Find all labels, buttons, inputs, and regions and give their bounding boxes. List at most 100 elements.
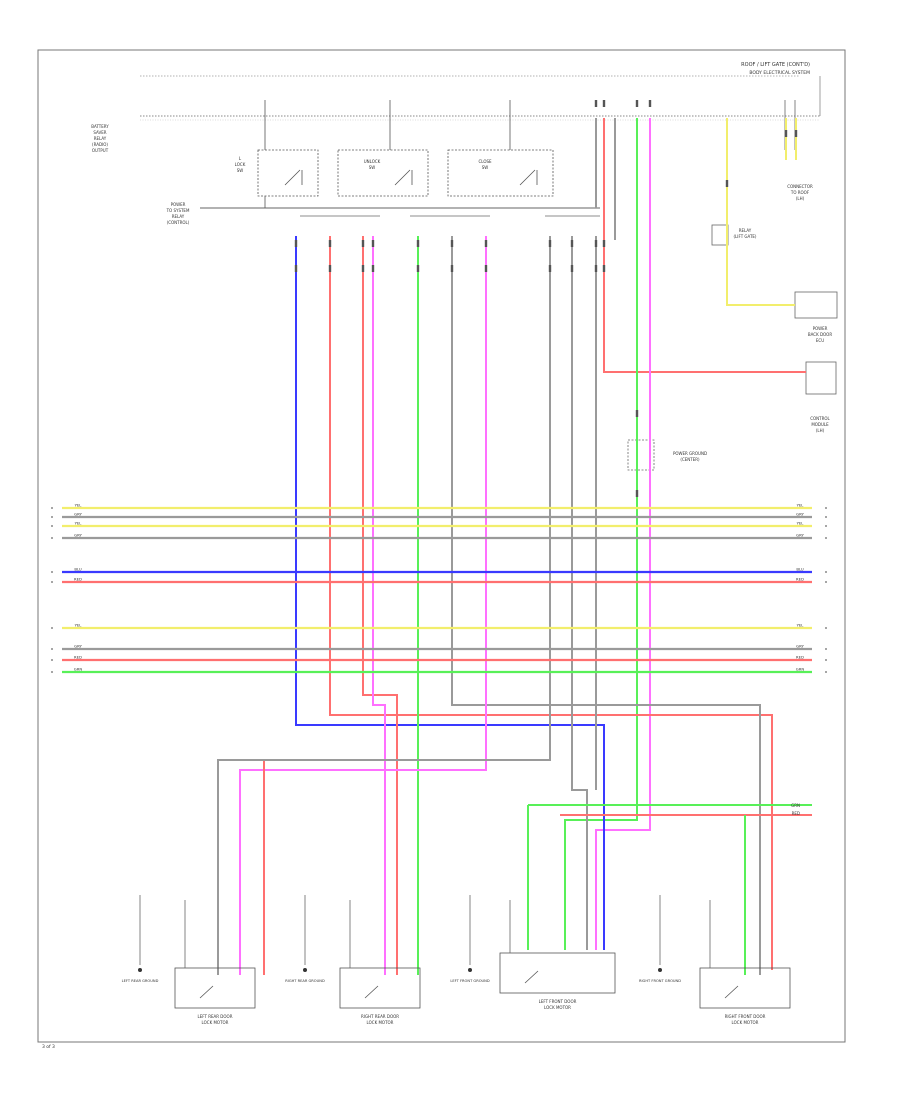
label: RELAY xyxy=(739,228,752,233)
door-module-box xyxy=(699,967,791,1009)
bus-tag-right: GRY xyxy=(796,533,804,538)
bus-tag-right: BLU xyxy=(796,567,804,572)
connector-pin xyxy=(784,130,788,137)
note-left-1-line: OUTPUT xyxy=(92,148,109,153)
right-edge-tags: GRN RED xyxy=(791,803,800,816)
wire-gray-2 xyxy=(217,236,551,975)
wire-pink-down xyxy=(595,118,651,950)
label: CONNECTOR xyxy=(787,184,813,189)
switch-contact-1 xyxy=(284,169,303,186)
note-left-2-line: POWER xyxy=(171,202,186,207)
bus-tag-left: BLU xyxy=(74,567,82,572)
connector-pin xyxy=(602,265,606,272)
diagram-subtitle: BODY ELECTRICAL SYSTEM xyxy=(749,70,810,76)
ground-label: RIGHT FRONT GROUND xyxy=(639,979,681,983)
bus-end-dot xyxy=(825,671,827,673)
wire-gray-3 xyxy=(571,236,588,950)
note-left-1: BATTERY SAVER RELAY (RADIO) OUTPUT xyxy=(91,124,109,153)
bus-tag-right: GRY xyxy=(796,644,804,649)
bus-tag-left: YEL xyxy=(75,503,83,508)
label: POWER xyxy=(813,326,828,331)
relay-box xyxy=(711,224,729,246)
bus-tag-left: GRY xyxy=(74,644,82,649)
bus-tag-right: YEL xyxy=(797,521,805,526)
bus-end-dot xyxy=(51,627,53,629)
connector-pin xyxy=(794,130,798,137)
switch-block xyxy=(257,100,554,208)
door-switch-contact xyxy=(364,985,379,999)
connector-pin xyxy=(416,265,420,272)
switch-label: L xyxy=(239,156,242,161)
switch-contact-3 xyxy=(519,169,538,186)
connector-pin xyxy=(548,240,552,247)
door-module-label: LOCK MOTOR xyxy=(732,1020,759,1025)
ground-label: LEFT FRONT GROUND xyxy=(450,979,489,983)
note-left-2-line: TO SYSTEM xyxy=(166,208,190,213)
bus-end-dot xyxy=(51,507,53,509)
ground-icon xyxy=(303,968,307,972)
connector-pin xyxy=(548,265,552,272)
bus-end-dot xyxy=(51,581,53,583)
connector-pin xyxy=(635,490,639,497)
label: (CENTER) xyxy=(680,457,700,462)
door-module-box xyxy=(339,967,421,1009)
door-module-label: RIGHT FRONT DOOR xyxy=(725,1014,766,1019)
bus-tag-right: GRN xyxy=(796,667,805,672)
bus-tag-left: RED xyxy=(74,655,82,660)
door-module-label: LOCK MOTOR xyxy=(367,1020,394,1025)
bus-end-dot xyxy=(51,659,53,661)
note-left-1-line: BATTERY xyxy=(91,124,109,129)
connector-pin xyxy=(602,100,606,107)
door-module-box xyxy=(174,967,256,1009)
wire-red-2 xyxy=(362,236,398,975)
wire-layer xyxy=(217,100,812,975)
connector-pin xyxy=(294,265,298,272)
bus-tag-left: YEL xyxy=(75,623,83,628)
label: (LH) xyxy=(796,196,805,201)
switch-label: SW xyxy=(482,165,489,170)
connector-pin xyxy=(648,100,652,107)
wire-red-3 xyxy=(263,759,363,975)
switch-label: UNLOCK xyxy=(364,159,381,164)
connector-pin xyxy=(371,240,375,247)
module-box xyxy=(794,291,838,319)
wire-gray-1 xyxy=(451,236,761,975)
door-module-box xyxy=(499,952,616,994)
connector-pin xyxy=(416,240,420,247)
diagram-border xyxy=(37,49,846,1043)
connector-pin xyxy=(594,100,598,107)
label: ECU xyxy=(816,338,824,343)
bus-end-dot xyxy=(825,648,827,650)
connector-pin xyxy=(450,240,454,247)
ground-icon xyxy=(468,968,472,972)
note-left-2-line: RELAY xyxy=(172,214,185,219)
bus-end-dot xyxy=(825,516,827,518)
label: (LIFT GATE) xyxy=(734,234,757,239)
bus-tag-right: RED xyxy=(796,577,804,582)
bus-end-dot xyxy=(51,516,53,518)
label: POWER GROUND xyxy=(673,451,707,456)
switch-frame-2 xyxy=(337,149,429,197)
connector-pin xyxy=(635,410,639,417)
connector-pin xyxy=(594,265,598,272)
door-switch-contact xyxy=(524,970,539,984)
wire-pink-2 xyxy=(239,236,487,975)
label: CONTROL xyxy=(810,416,830,421)
connector-pin xyxy=(371,265,375,272)
bus-end-dot xyxy=(51,537,53,539)
ground-label: LEFT REAR GROUND xyxy=(122,979,159,983)
door-module-label: LOCK MOTOR xyxy=(544,1005,571,1010)
label: TO ROOF xyxy=(790,190,810,195)
wire-pink-1 xyxy=(372,236,386,975)
bus-tag-left: GRY xyxy=(74,512,82,517)
switch-frame-1 xyxy=(257,149,319,197)
connector-pin xyxy=(635,100,639,107)
wire-blue xyxy=(295,236,605,950)
bus-tag-left: RED xyxy=(74,577,82,582)
right-component-labels: CONNECTOR TO ROOF (LH) RELAY (LIFT GATE)… xyxy=(673,184,832,462)
